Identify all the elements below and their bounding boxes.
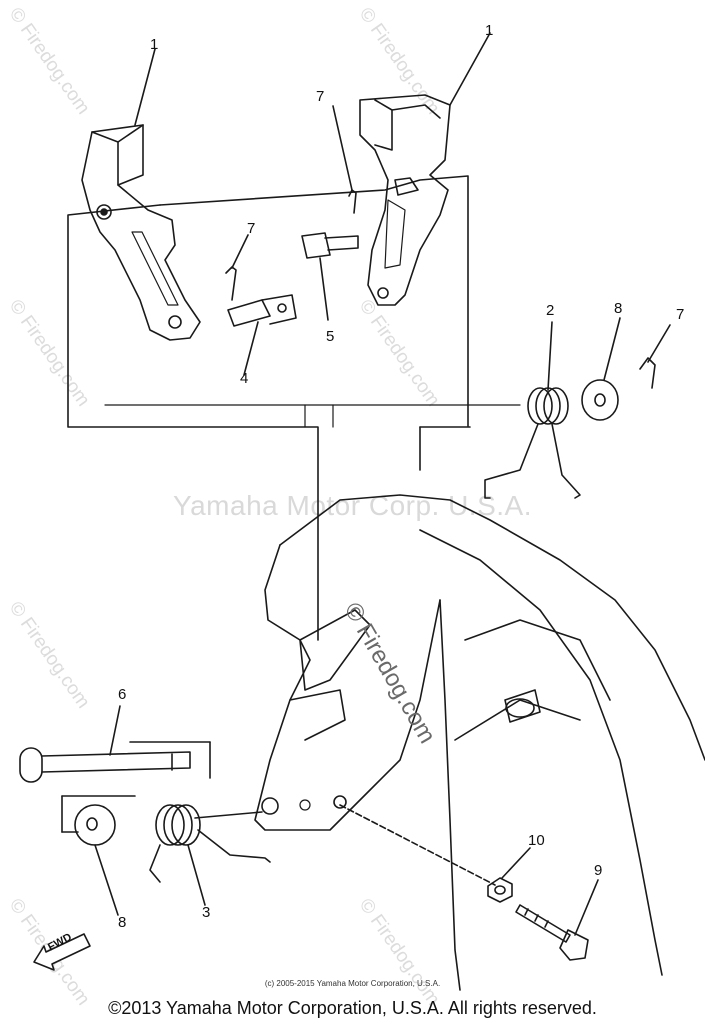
assembly-frame-lines [61,175,521,886]
clevis-4 [227,294,297,376]
cotter-pin-7a [225,234,249,301]
callout-1-right: 1 [485,22,494,39]
callout-9: 9 [594,862,603,879]
small-copyright: (c) 2005-2015 Yamaha Motor Corporation, … [264,979,441,988]
spring-2 [484,321,581,499]
callout-5: 5 [326,328,335,345]
callout-7-top: 7 [316,88,325,105]
footer-copyright: ©2013 Yamaha Motor Corporation, U.S.A. A… [108,998,597,1018]
callout-8-top: 8 [614,300,623,317]
watermark-main: Yamaha Motor Corp. U.S.A. [173,490,532,521]
cotter-pin-7c [639,324,671,389]
bracket-left [81,48,201,341]
callout-10: 10 [528,832,545,849]
bracket-right [359,32,491,306]
clevis-5 [301,232,359,321]
spring-3 [149,804,271,906]
bolt-9 [515,879,599,961]
callout-7-right: 7 [676,306,685,323]
callout-8-bottom: 8 [118,914,127,931]
callout-4: 4 [240,370,249,387]
pin-6 [19,705,191,783]
callout-3: 3 [202,904,211,921]
washer-8a [581,317,621,421]
callout-7-mid: 7 [247,220,256,237]
swivel-bracket [254,494,705,991]
washer-8b [74,804,119,916]
cotter-pin-7b [332,105,357,214]
fwd-arrow-icon [33,933,91,971]
callout-6: 6 [118,686,127,703]
nut-10 [487,847,531,903]
callout-1-left: 1 [150,36,159,53]
callout-2: 2 [546,302,555,319]
